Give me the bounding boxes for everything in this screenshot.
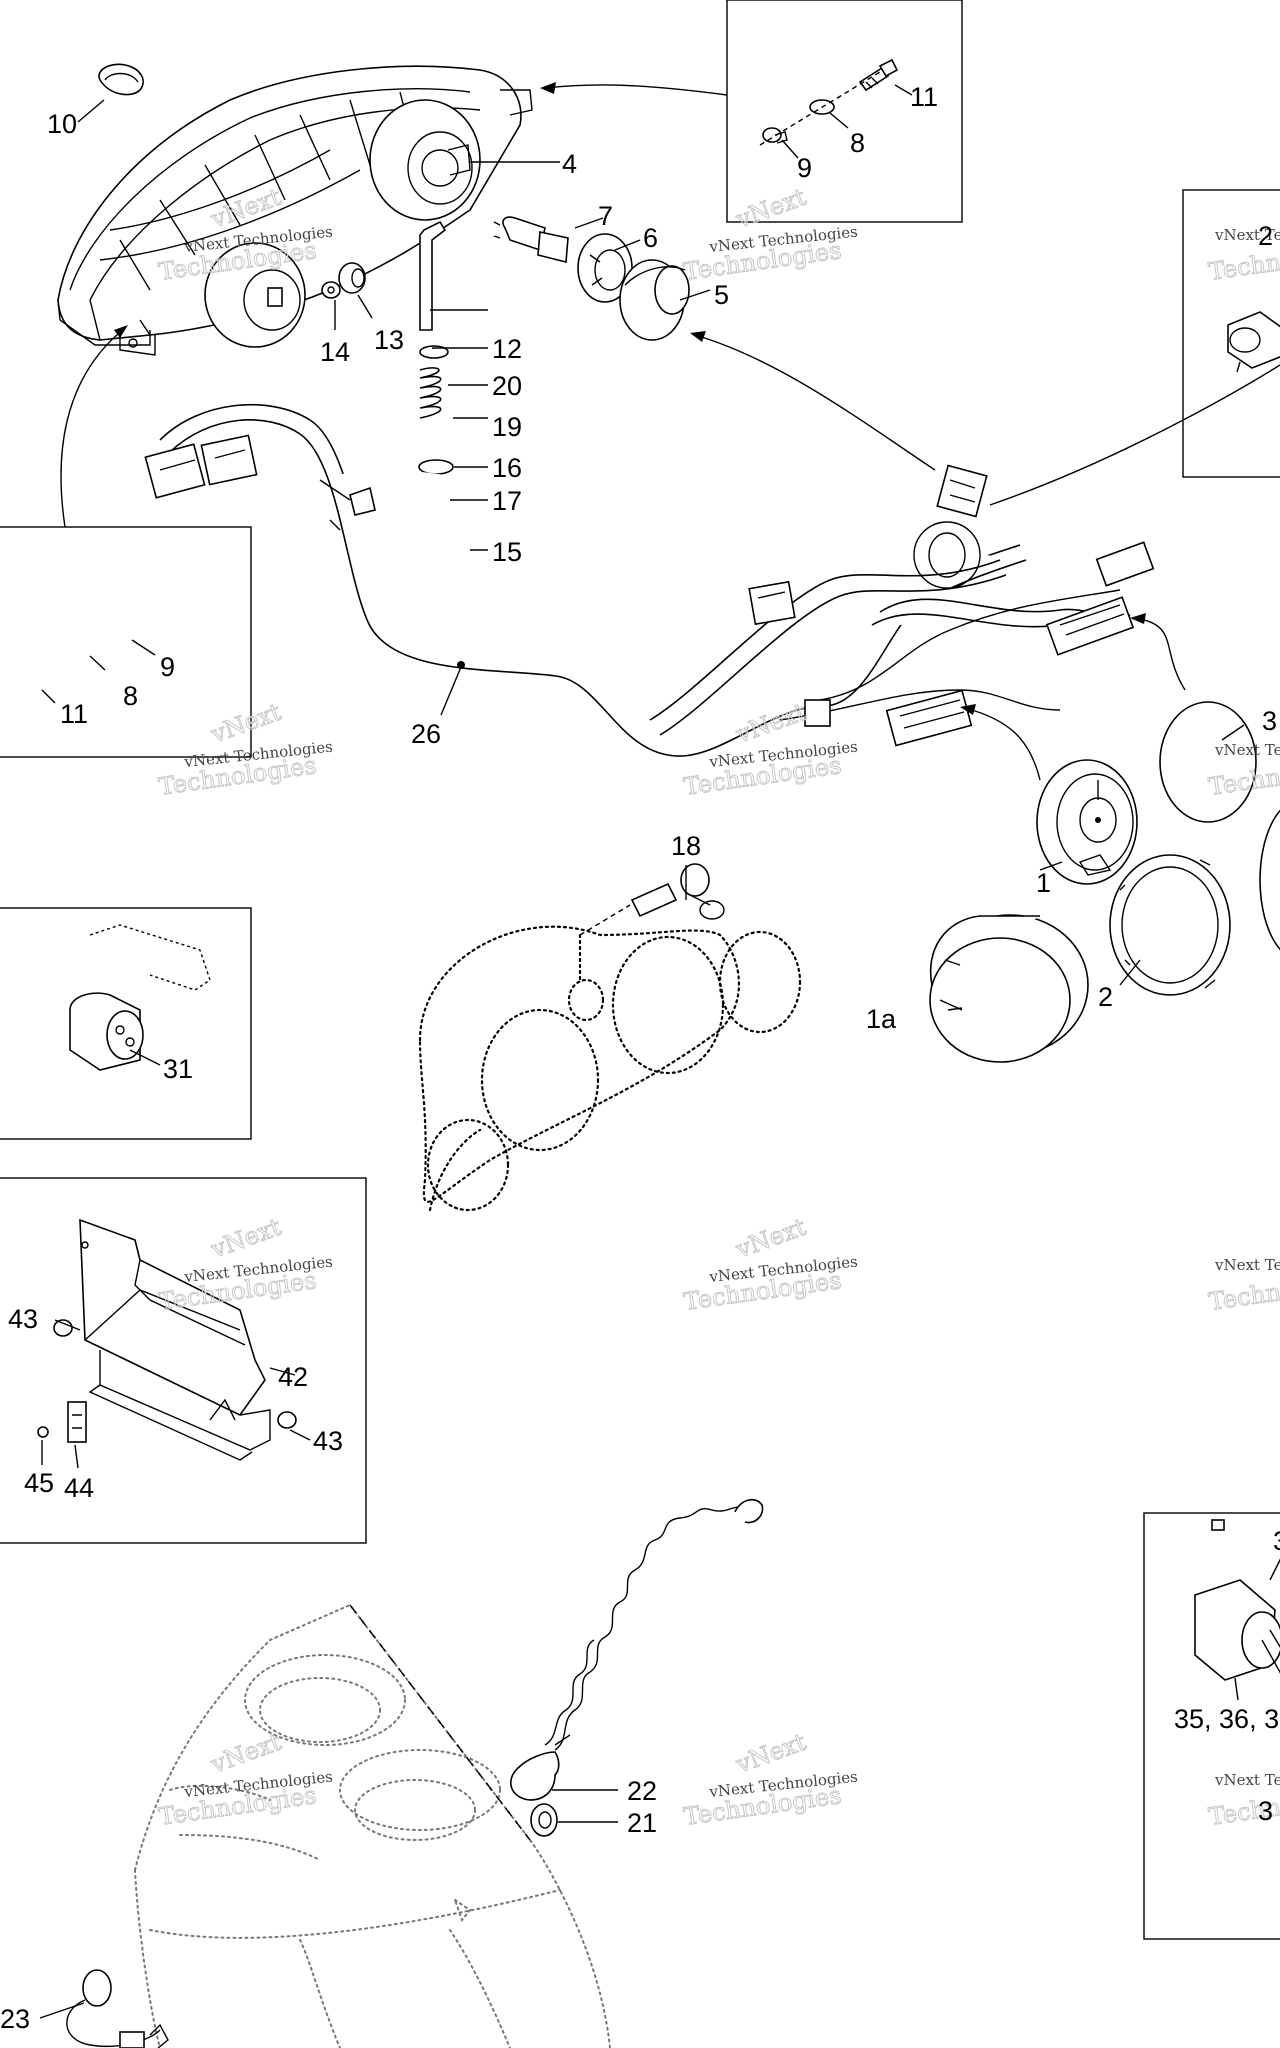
grommet-13 bbox=[338, 262, 366, 294]
washer-20 bbox=[419, 345, 449, 359]
clip-44 bbox=[67, 1401, 87, 1443]
label-2-right: 2 bbox=[1258, 221, 1273, 251]
svg-text:vNext Technologies: vNext Technologies bbox=[1214, 1256, 1280, 1274]
label-5: 5 bbox=[714, 280, 729, 310]
label-15: 15 bbox=[492, 537, 522, 567]
svg-text:vNext Technologies: vNext Technologies bbox=[1214, 226, 1280, 244]
svg-text:vNext: vNext bbox=[207, 1213, 285, 1264]
label-8-left: 8 bbox=[123, 681, 138, 711]
svg-text:vNext: vNext bbox=[732, 183, 810, 234]
label-9-left: 9 bbox=[160, 652, 175, 682]
label-14: 14 bbox=[320, 337, 350, 367]
gauge-edge-right bbox=[1259, 809, 1280, 951]
inset-box-connector-31 bbox=[0, 907, 252, 1140]
label-6: 6 bbox=[643, 223, 658, 253]
label-43-top: 43 bbox=[8, 1304, 38, 1334]
lens-3 bbox=[1159, 701, 1257, 823]
label-7: 7 bbox=[598, 201, 613, 231]
label-11-top: 11 bbox=[910, 82, 938, 112]
label-9-top: 9 bbox=[797, 153, 812, 183]
label-44: 44 bbox=[64, 1473, 94, 1503]
label-35-36: 35, 36, 3 bbox=[1174, 1704, 1279, 1734]
nut-43-top bbox=[53, 1319, 73, 1337]
spring-19 bbox=[419, 367, 442, 419]
axis-line-top bbox=[759, 71, 881, 146]
inset-box-bracket-42 bbox=[0, 1177, 367, 1544]
label-45: 45 bbox=[24, 1468, 54, 1498]
boot-5 bbox=[619, 259, 690, 341]
label-3-right-top: 3 bbox=[1273, 1526, 1280, 1556]
label-18: 18 bbox=[671, 831, 701, 861]
label-2: 2 bbox=[1098, 982, 1113, 1012]
label-20: 20 bbox=[492, 371, 522, 401]
label-26: 26 bbox=[411, 719, 441, 749]
label-3-right-bottom: 3 bbox=[1258, 1796, 1273, 1826]
washer-16 bbox=[418, 459, 454, 475]
label-10: 10 bbox=[47, 109, 77, 139]
label-42: 42 bbox=[278, 1362, 308, 1392]
bulb-7 bbox=[493, 216, 569, 264]
gauge-body-1a bbox=[929, 914, 1089, 1063]
rod-12 bbox=[419, 220, 447, 331]
gauge-1 bbox=[1036, 759, 1138, 885]
headlight-assembly bbox=[57, 65, 533, 356]
svg-text:vNext: vNext bbox=[732, 1213, 810, 1264]
ring-6 bbox=[577, 233, 633, 303]
inset-box-right-bottom bbox=[1143, 1512, 1280, 1940]
inset-box-right-top bbox=[1182, 189, 1280, 478]
clip-10 bbox=[98, 63, 144, 96]
svg-text:vNext Technologies: vNext Technologies bbox=[1214, 1771, 1280, 1789]
arrows bbox=[60, 82, 1280, 781]
part-labels: 10 4 7 6 5 11 8 9 14 13 12 20 19 16 17 1… bbox=[0, 82, 1280, 2034]
label-21: 21 bbox=[627, 1808, 657, 1838]
nut-9-top bbox=[762, 127, 788, 144]
connector-35-right bbox=[1194, 1519, 1280, 1681]
label-17: 17 bbox=[492, 486, 522, 516]
label-11-left: 11 bbox=[60, 699, 88, 729]
connector-31 bbox=[69, 924, 211, 1071]
label-22: 22 bbox=[627, 1776, 657, 1806]
svg-text:vNext: vNext bbox=[207, 1728, 285, 1779]
svg-text:vNext: vNext bbox=[207, 698, 285, 749]
label-1a: 1a bbox=[866, 1004, 897, 1034]
svg-text:vNext Technologies: vNext Technologies bbox=[1214, 741, 1280, 759]
label-4: 4 bbox=[562, 149, 577, 179]
bracket-42 bbox=[79, 1218, 271, 1461]
ring-21 bbox=[530, 1803, 558, 1837]
relay-right-top bbox=[1227, 311, 1280, 373]
label-43-bottom: 43 bbox=[313, 1426, 343, 1456]
label-8-top: 8 bbox=[850, 128, 865, 158]
label-31: 31 bbox=[163, 1054, 193, 1084]
label-23: 23 bbox=[0, 2004, 30, 2034]
nut-14 bbox=[321, 281, 341, 299]
label-16: 16 bbox=[492, 453, 522, 483]
nut-43-bottom bbox=[277, 1411, 297, 1429]
key-axis-line bbox=[579, 904, 631, 936]
label-19: 19 bbox=[492, 412, 522, 442]
key-switch-18 bbox=[630, 863, 725, 920]
label-13: 13 bbox=[374, 325, 404, 355]
label-3: 3 bbox=[1262, 706, 1277, 736]
dashboard-outline-dotted bbox=[418, 925, 802, 1212]
label-1: 1 bbox=[1036, 868, 1051, 898]
svg-text:vNext: vNext bbox=[732, 1728, 810, 1779]
wiring-harness-26 bbox=[144, 403, 1155, 757]
screw-11-top bbox=[858, 58, 899, 92]
screw-45 bbox=[37, 1426, 49, 1438]
switch-23 bbox=[66, 1969, 169, 2048]
lanyard-22 bbox=[510, 1498, 764, 1801]
label-12: 12 bbox=[492, 334, 522, 364]
callout-leaders bbox=[39, 84, 1245, 2019]
inset-box-fasteners-left bbox=[0, 526, 252, 758]
inset-box-fasteners-top bbox=[726, 0, 963, 223]
